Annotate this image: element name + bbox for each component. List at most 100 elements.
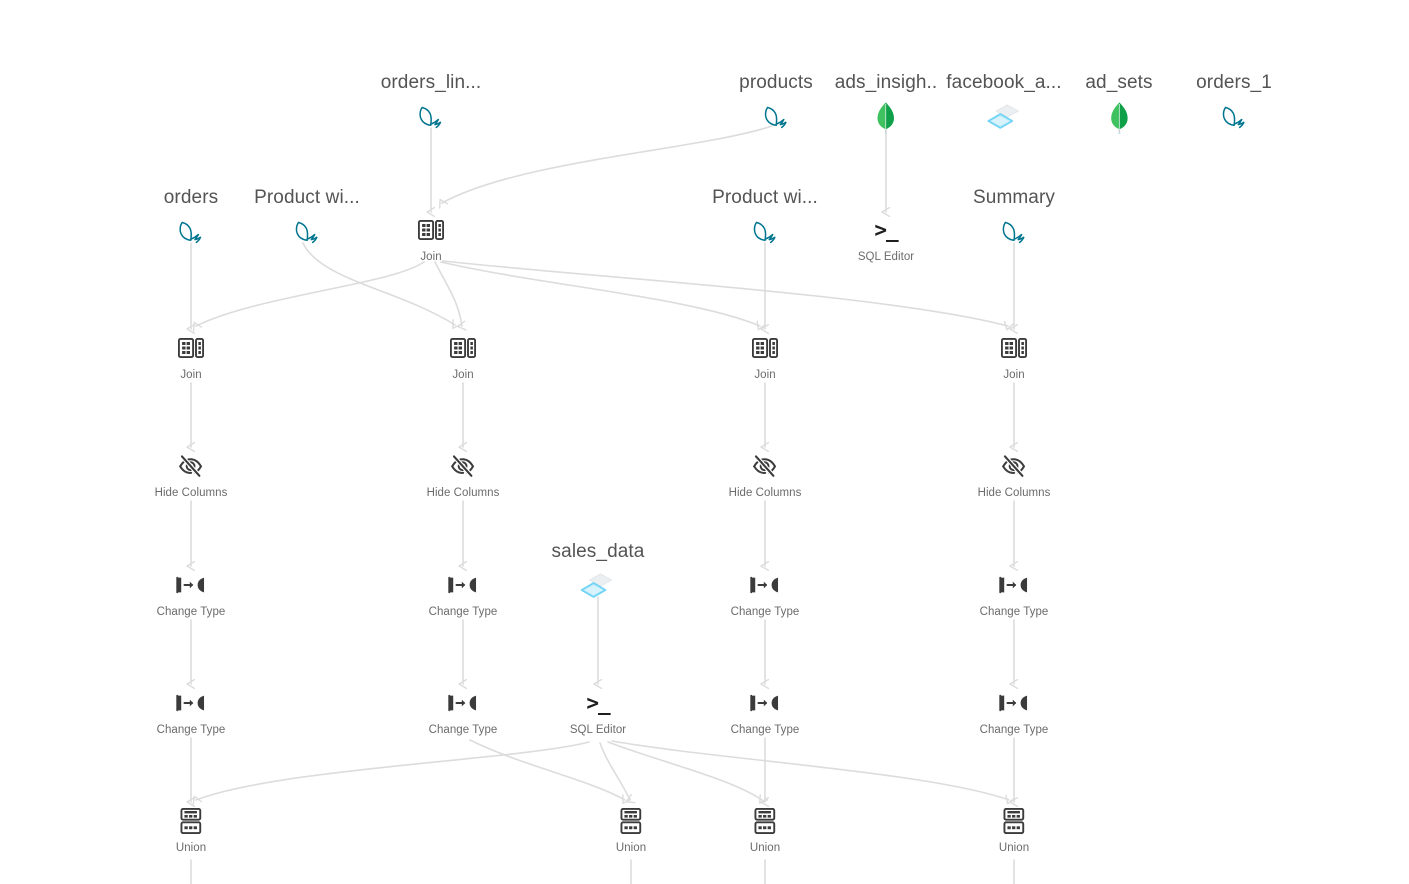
source-node-icon[interactable] xyxy=(287,216,327,250)
mysql-dolphin-icon xyxy=(753,221,776,244)
step-node-sqled_top[interactable]: >_ SQL Editor xyxy=(858,215,914,264)
step-node-icon[interactable] xyxy=(999,333,1029,363)
source-node-icon[interactable] xyxy=(756,101,796,135)
step-node-hide_c2[interactable]: Hide Columns xyxy=(427,451,500,500)
source-node-ads_insigh[interactable]: ads_insigh.. xyxy=(835,72,938,135)
step-node-icon[interactable] xyxy=(176,806,206,836)
mysql-dolphin-icon xyxy=(1222,106,1245,129)
step-node-label: Join xyxy=(452,369,474,381)
step-node-icon[interactable] xyxy=(750,451,780,481)
step-node-ct1_c2[interactable]: Change Type xyxy=(429,570,498,619)
step-node-icon[interactable] xyxy=(448,688,478,718)
step-node-union_c3[interactable]: Union xyxy=(750,806,780,855)
hide-columns-icon xyxy=(179,454,203,478)
step-node-label: Join xyxy=(754,369,776,381)
source-node-icon[interactable] xyxy=(1099,101,1139,135)
step-node-icon[interactable] xyxy=(448,570,478,600)
step-node-icon[interactable] xyxy=(176,451,206,481)
source-node-icon[interactable] xyxy=(994,216,1034,250)
step-node-join_c3[interactable]: Join xyxy=(750,333,780,382)
source-node-icon[interactable] xyxy=(745,216,785,250)
step-node-ct2_c4[interactable]: Change Type xyxy=(980,688,1049,737)
step-node-join_c1[interactable]: Join xyxy=(176,333,206,382)
step-node-icon[interactable] xyxy=(176,333,206,363)
step-node-join_c4[interactable]: Join xyxy=(999,333,1029,382)
step-node-label: Join xyxy=(420,251,442,263)
step-node-sqled_mid[interactable]: >_ SQL Editor xyxy=(570,688,626,737)
mongodb-leaf-icon xyxy=(877,102,895,134)
change-type-icon xyxy=(448,576,477,594)
step-node-icon[interactable] xyxy=(999,688,1029,718)
source-node-title: Product wi... xyxy=(712,187,818,208)
union-icon xyxy=(180,808,202,834)
step-node-label: Change Type xyxy=(428,724,498,736)
step-node-icon[interactable]: >_ xyxy=(871,215,901,245)
source-node-sales_data[interactable]: sales_data xyxy=(552,541,645,604)
step-node-union_c1[interactable]: Union xyxy=(176,806,206,855)
step-node-ct2_c1[interactable]: Change Type xyxy=(157,688,226,737)
step-node-icon[interactable] xyxy=(176,688,206,718)
change-type-icon xyxy=(176,694,205,712)
step-node-ct2_c2[interactable]: Change Type xyxy=(429,688,498,737)
step-node-icon[interactable] xyxy=(750,688,780,718)
step-node-icon[interactable] xyxy=(999,806,1029,836)
union-icon xyxy=(1003,808,1025,834)
join-icon xyxy=(450,337,476,359)
step-node-union_c2[interactable]: Union xyxy=(616,806,646,855)
mysql-dolphin-icon xyxy=(764,106,787,129)
step-node-icon[interactable] xyxy=(176,570,206,600)
change-type-icon xyxy=(999,576,1028,594)
step-node-icon[interactable]: >_ xyxy=(583,688,613,718)
step-node-label: SQL Editor xyxy=(569,724,627,736)
step-node-label: Join xyxy=(180,369,202,381)
step-node-icon[interactable] xyxy=(416,215,446,245)
step-node-ct1_c1[interactable]: Change Type xyxy=(157,570,226,619)
source-node-ad_sets[interactable]: ad_sets xyxy=(1085,72,1153,135)
source-node-orders_lin[interactable]: orders_lin... xyxy=(381,72,482,135)
source-node-title: orders_1 xyxy=(1196,72,1272,93)
source-node-summary[interactable]: Summary xyxy=(973,187,1055,250)
source-node-orders[interactable]: orders xyxy=(164,187,218,250)
pipeline-edge xyxy=(434,261,462,326)
step-node-union_c4[interactable]: Union xyxy=(999,806,1029,855)
step-node-join_top[interactable]: Join xyxy=(416,215,446,264)
stacked-layers-icon xyxy=(581,573,614,598)
source-node-products[interactable]: products xyxy=(739,72,813,135)
source-node-icon[interactable] xyxy=(171,216,211,250)
step-node-join_c2[interactable]: Join xyxy=(448,333,478,382)
pipeline-edge xyxy=(607,741,762,800)
stacked-layers-icon xyxy=(987,104,1020,129)
pipeline-edge xyxy=(611,740,1009,800)
step-node-icon[interactable] xyxy=(448,333,478,363)
step-node-hide_c4[interactable]: Hide Columns xyxy=(978,451,1051,500)
source-node-facebook_a[interactable]: facebook_a... xyxy=(946,72,1062,135)
source-node-icon[interactable] xyxy=(1214,101,1254,135)
step-node-ct1_c4[interactable]: Change Type xyxy=(980,570,1049,619)
step-node-icon[interactable] xyxy=(750,333,780,363)
step-node-icon[interactable] xyxy=(448,451,478,481)
step-node-icon[interactable] xyxy=(616,806,646,836)
step-node-label: Hide Columns xyxy=(426,487,500,499)
step-node-label: Change Type xyxy=(730,724,800,736)
step-node-hide_c1[interactable]: Hide Columns xyxy=(155,451,228,500)
step-node-icon[interactable] xyxy=(999,570,1029,600)
hide-columns-icon xyxy=(1002,454,1026,478)
pipeline-edge xyxy=(442,260,1008,326)
step-node-hide_c3[interactable]: Hide Columns xyxy=(729,451,802,500)
step-node-label: Change Type xyxy=(156,724,226,736)
change-type-icon xyxy=(448,694,477,712)
source-node-icon[interactable] xyxy=(866,101,906,135)
step-node-label: Union xyxy=(998,842,1030,854)
source-node-icon[interactable] xyxy=(984,101,1024,135)
step-node-ct1_c3[interactable]: Change Type xyxy=(731,570,800,619)
step-node-icon[interactable] xyxy=(999,451,1029,481)
source-node-product_wi_r[interactable]: Product wi... xyxy=(712,187,818,250)
step-node-icon[interactable] xyxy=(750,806,780,836)
source-node-icon[interactable] xyxy=(411,101,451,135)
source-node-icon[interactable] xyxy=(578,570,618,604)
source-node-orders_1[interactable]: orders_1 xyxy=(1196,72,1272,135)
source-node-product_wi_l[interactable]: Product wi... xyxy=(254,187,360,250)
step-node-ct2_c3[interactable]: Change Type xyxy=(731,688,800,737)
step-node-icon[interactable] xyxy=(750,570,780,600)
